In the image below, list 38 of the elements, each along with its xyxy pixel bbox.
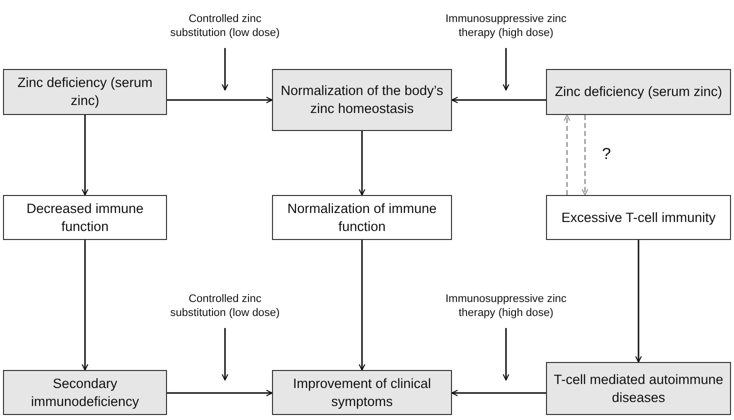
- dashed-arrow: [582, 115, 588, 196]
- annotation-text: Controlled zinc substitution (low dose): [168, 284, 282, 328]
- process-box: [546, 195, 731, 240]
- arrow: [222, 328, 228, 381]
- box-text: Normalization of immune function: [286, 200, 438, 236]
- process-box: [546, 69, 731, 115]
- box-text: Zinc deficiency (serum zinc): [16, 74, 154, 110]
- box-text: Improvement of clinical symptoms: [292, 374, 432, 410]
- process-box: [3, 195, 167, 240]
- annotation-text: Immunosuppressive zinc therapy (high dose): [436, 284, 576, 328]
- box-text: Decreased immune function: [25, 200, 145, 236]
- annotation-text: Controlled zinc substitution (low dose): [168, 4, 282, 48]
- annotation-text: Immunosuppressive zinc therapy (high dose): [436, 4, 576, 48]
- box-text: Normalization of the body’s zinc homeostasis: [280, 82, 444, 118]
- arrow: [502, 328, 510, 381]
- box-text: Excessive T-cell immunity: [561, 208, 716, 226]
- arrow: [451, 96, 546, 104]
- process-box: [272, 195, 452, 240]
- arrow: [82, 115, 88, 196]
- process-box: [3, 69, 167, 115]
- process-box: [546, 362, 731, 415]
- arrow: [167, 390, 273, 396]
- process-box: [272, 370, 452, 415]
- process-box: [3, 370, 167, 415]
- process-box: [272, 69, 452, 131]
- arrow: [82, 240, 88, 371]
- arrow: [502, 48, 510, 91]
- arrow: [451, 390, 546, 396]
- question-mark-label: ?: [602, 146, 611, 164]
- arrow: [358, 240, 366, 371]
- box-text: Secondary immunodeficiency: [30, 374, 140, 410]
- arrow: [167, 96, 273, 104]
- box-text: T-cell mediated autoimmune diseases: [553, 370, 724, 406]
- arrow: [222, 48, 228, 91]
- dashed-arrow: [564, 114, 570, 195]
- arrow: [358, 131, 366, 196]
- arrow: [635, 240, 642, 363]
- box-text: Zinc deficiency (serum zinc): [554, 83, 722, 101]
